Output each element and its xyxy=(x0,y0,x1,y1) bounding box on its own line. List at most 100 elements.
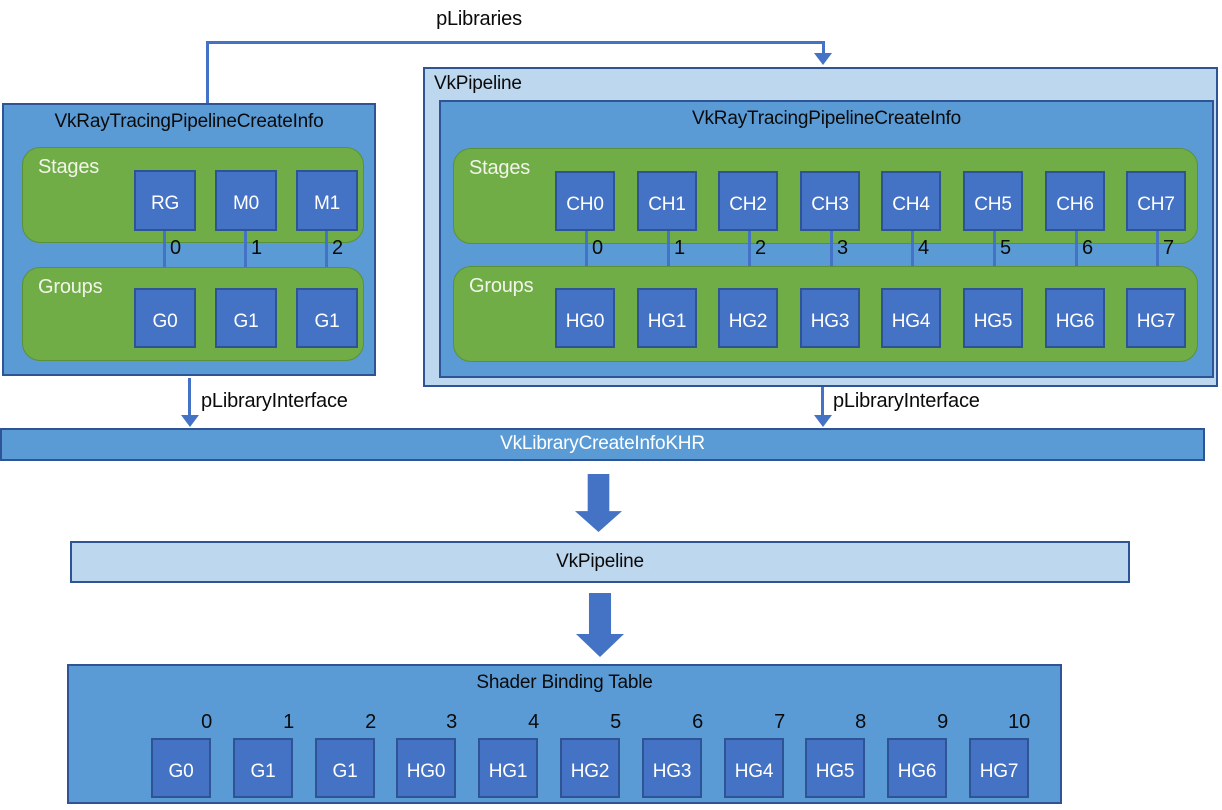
connector-line xyxy=(748,231,751,288)
group-index-label: 3 xyxy=(837,237,848,259)
sbt-cell: 0 G0 xyxy=(150,666,214,802)
group-index-label: 0 xyxy=(170,237,181,259)
plibraries-label: pLibraries xyxy=(436,8,522,30)
connector-line xyxy=(244,231,247,288)
stage-shader-box: CH1 xyxy=(637,171,697,231)
connector-line xyxy=(911,231,914,288)
group-index-label: 0 xyxy=(592,237,603,259)
sbt-cell-box: HG7 xyxy=(969,738,1029,798)
linked-vkpipeline-bar: VkPipeline xyxy=(70,541,1130,583)
connector-line xyxy=(1156,231,1159,288)
connector-line xyxy=(585,231,588,288)
left-stages-label: Stages xyxy=(38,156,100,178)
group-box: HG5 xyxy=(963,288,1023,348)
group-connector: 4 xyxy=(911,102,951,376)
sbt-cell: 3 HG0 xyxy=(395,666,459,802)
group-connector: 6 xyxy=(1075,102,1115,376)
stage-shader-box: CH2 xyxy=(718,171,778,231)
connector-line xyxy=(163,231,166,288)
sbt-cell: 7 HG4 xyxy=(723,666,787,802)
group-index-label: 4 xyxy=(918,237,929,259)
sbt-cell-box: G1 xyxy=(233,738,293,798)
group-index-label: 7 xyxy=(1163,237,1174,259)
group-box: HG6 xyxy=(1045,288,1105,348)
sbt-cell-index: 3 xyxy=(446,711,457,733)
group-connector: 1 xyxy=(667,102,707,376)
sbt-cell-box: HG1 xyxy=(478,738,538,798)
plibraries-line-left xyxy=(206,41,209,103)
shader-binding-table: Shader Binding Table 0 G0 1 G1 2 G1 3 HG… xyxy=(67,664,1062,804)
connector-line xyxy=(1075,231,1078,288)
left-groups-label: Groups xyxy=(38,276,103,298)
stage-shader-box: CH4 xyxy=(881,171,941,231)
right-interface-arrowhead-icon xyxy=(814,415,832,427)
connector-line xyxy=(830,231,833,288)
sbt-cell-box: HG0 xyxy=(396,738,456,798)
plibraries-arrowhead-icon xyxy=(814,53,832,65)
sbt-cell-index: 8 xyxy=(855,711,866,733)
right-stages-label: Stages xyxy=(469,157,531,179)
group-connector: 0 xyxy=(163,105,203,374)
sbt-cell-index: 6 xyxy=(692,711,703,733)
left-interface-line xyxy=(188,378,191,416)
stage-shader-box: CH3 xyxy=(800,171,860,231)
sbt-cell-box: HG2 xyxy=(560,738,620,798)
right-box-title: VkRayTracingPipelineCreateInfo xyxy=(692,108,961,129)
group-box: HG2 xyxy=(718,288,778,348)
sbt-cell: 2 G1 xyxy=(314,666,378,802)
sbt-cell: 8 HG5 xyxy=(804,666,868,802)
right-vkpipeline-label: VkPipeline xyxy=(434,73,522,94)
group-box: HG0 xyxy=(555,288,615,348)
left-interface-label: pLibraryInterface xyxy=(201,390,348,412)
sbt-cell-index: 4 xyxy=(528,711,539,733)
group-connector: 7 xyxy=(1156,102,1196,376)
right-groups-label: Groups xyxy=(469,275,534,297)
right-interface-label: pLibraryInterface xyxy=(833,390,980,412)
connector-line xyxy=(993,231,996,288)
sbt-title: Shader Binding Table xyxy=(476,672,653,693)
stage-shader-box: CH5 xyxy=(963,171,1023,231)
sbt-cell: 5 HG2 xyxy=(559,666,623,802)
sbt-cell-box: G0 xyxy=(151,738,211,798)
library-create-info-bar: VkLibraryCreateInfoKHR xyxy=(0,428,1205,461)
plibraries-line-right xyxy=(822,41,825,54)
left-stages-container: Stages RG M0 M1 xyxy=(22,147,364,243)
down-block-arrow-icon xyxy=(575,474,622,532)
stage-shader-box: M1 xyxy=(296,170,358,231)
stage-shader-box: M0 xyxy=(215,170,277,231)
group-box: HG7 xyxy=(1126,288,1186,348)
sbt-cell: 1 G1 xyxy=(232,666,296,802)
group-box: G0 xyxy=(134,288,196,348)
sbt-cell-box: G1 xyxy=(315,738,375,798)
connector-line xyxy=(667,231,670,288)
sbt-cell: 6 HG3 xyxy=(641,666,705,802)
group-index-label: 1 xyxy=(251,237,262,259)
right-interface-line xyxy=(821,387,824,416)
sbt-cell-index: 1 xyxy=(283,711,294,733)
down-block-arrow-icon xyxy=(576,593,624,657)
sbt-cell: 9 HG6 xyxy=(886,666,950,802)
group-connector: 2 xyxy=(748,102,788,376)
group-box: HG3 xyxy=(800,288,860,348)
right-vkpipeline-box: VkPipeline VkRayTracingPipelineCreateInf… xyxy=(423,67,1218,387)
group-index-label: 5 xyxy=(1000,237,1011,259)
group-index-label: 6 xyxy=(1082,237,1093,259)
group-connector: 3 xyxy=(830,102,870,376)
sbt-cell-index: 7 xyxy=(774,711,785,733)
left-interface-arrowhead-icon xyxy=(181,415,199,427)
group-connector: 5 xyxy=(993,102,1033,376)
group-connector: 0 xyxy=(585,102,625,376)
stage-shader-box: RG xyxy=(134,170,196,231)
stage-shader-box: CH0 xyxy=(555,171,615,231)
sbt-cell-index: 9 xyxy=(937,711,948,733)
left-box-title: VkRayTracingPipelineCreateInfo xyxy=(54,111,324,132)
right-create-info-box: VkRayTracingPipelineCreateInfo Stages CH… xyxy=(439,100,1214,378)
group-index-label: 2 xyxy=(755,237,766,259)
sbt-cell: 4 HG1 xyxy=(477,666,541,802)
stage-shader-box: CH6 xyxy=(1045,171,1105,231)
left-create-info-box: VkRayTracingPipelineCreateInfo Stages RG… xyxy=(2,103,376,376)
